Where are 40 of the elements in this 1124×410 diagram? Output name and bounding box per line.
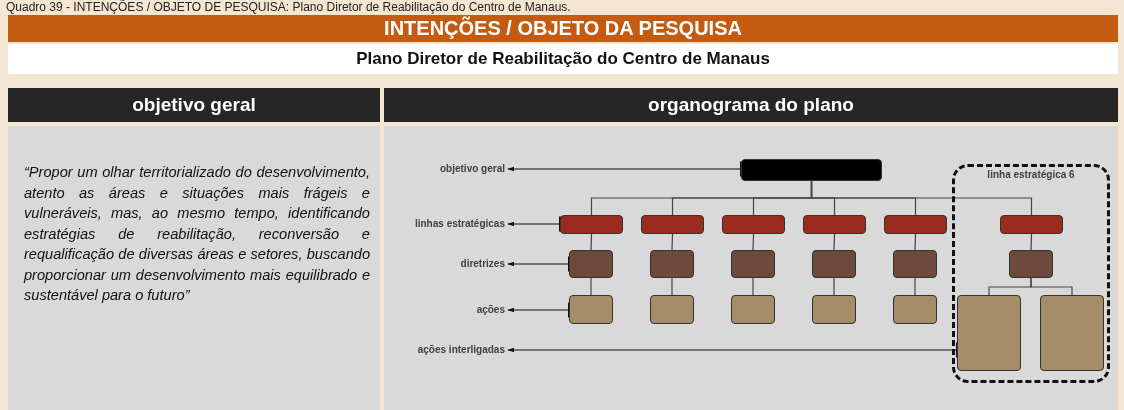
- table-subtitle: Plano Diretor de Reabilitação do Centro de Manaus: [8, 44, 1118, 74]
- connector-line: [914, 233, 917, 251]
- guideline-box: [1009, 250, 1053, 278]
- connector-line: [914, 277, 916, 296]
- table-title-band: INTENÇÕES / OBJETO DA PESQUISA: [8, 15, 1118, 42]
- connector-line: [671, 277, 673, 296]
- dashed-group-frame: [952, 164, 1110, 383]
- action-box: [893, 295, 937, 324]
- connector-line: [752, 233, 755, 251]
- guideline-box: [893, 250, 937, 278]
- action-box: [731, 295, 775, 324]
- action-box: [650, 295, 694, 324]
- connector-line: [671, 233, 674, 251]
- guideline-box: [812, 250, 856, 278]
- connector-line: [1030, 277, 1073, 296]
- guideline-box: [569, 250, 613, 278]
- action-box: [957, 295, 1021, 371]
- action-box: [1040, 295, 1104, 371]
- connector-line: [833, 277, 835, 296]
- connector-line: [590, 233, 593, 251]
- column-header: organograma do plano: [384, 88, 1118, 122]
- objective-box: [741, 159, 882, 181]
- connector-line: [810, 180, 1033, 216]
- connector-line: [1030, 233, 1033, 251]
- connector-line: [590, 277, 592, 296]
- connector-line: [833, 233, 836, 251]
- level-label: linhas estratégicas: [390, 217, 505, 231]
- level-label: objetivo geral: [390, 162, 505, 176]
- connector-line: [752, 277, 754, 296]
- level-label: ações: [390, 303, 505, 317]
- group-title: linha estratégica 6: [986, 169, 1076, 180]
- guideline-box: [731, 250, 775, 278]
- action-box: [812, 295, 856, 324]
- action-box: [569, 295, 613, 324]
- level-label: diretrizes: [390, 257, 505, 271]
- guideline-box: [650, 250, 694, 278]
- level-label: ações interligadas: [390, 343, 505, 357]
- caption-text: Quadro 39 - INTENÇÕES / OBJETO DE PESQUISA: Plano Diretor de Reabilitação do Centro de Manaus.: [6, 0, 571, 14]
- quote-paragraph: “Propor um olhar territorializado do desenvolvimento, atento as áreas e situações mais frágeis e vulneráveis, mas, ao mesmo tempo, identificando estratégias de reabilitação, reconversão e requalificação de diversas áreas e setores, buscando proporcionar um desenvolvimento mais equilibrado e sustentável para o futuro”: [24, 163, 370, 305]
- column-header: objetivo geral: [8, 88, 380, 122]
